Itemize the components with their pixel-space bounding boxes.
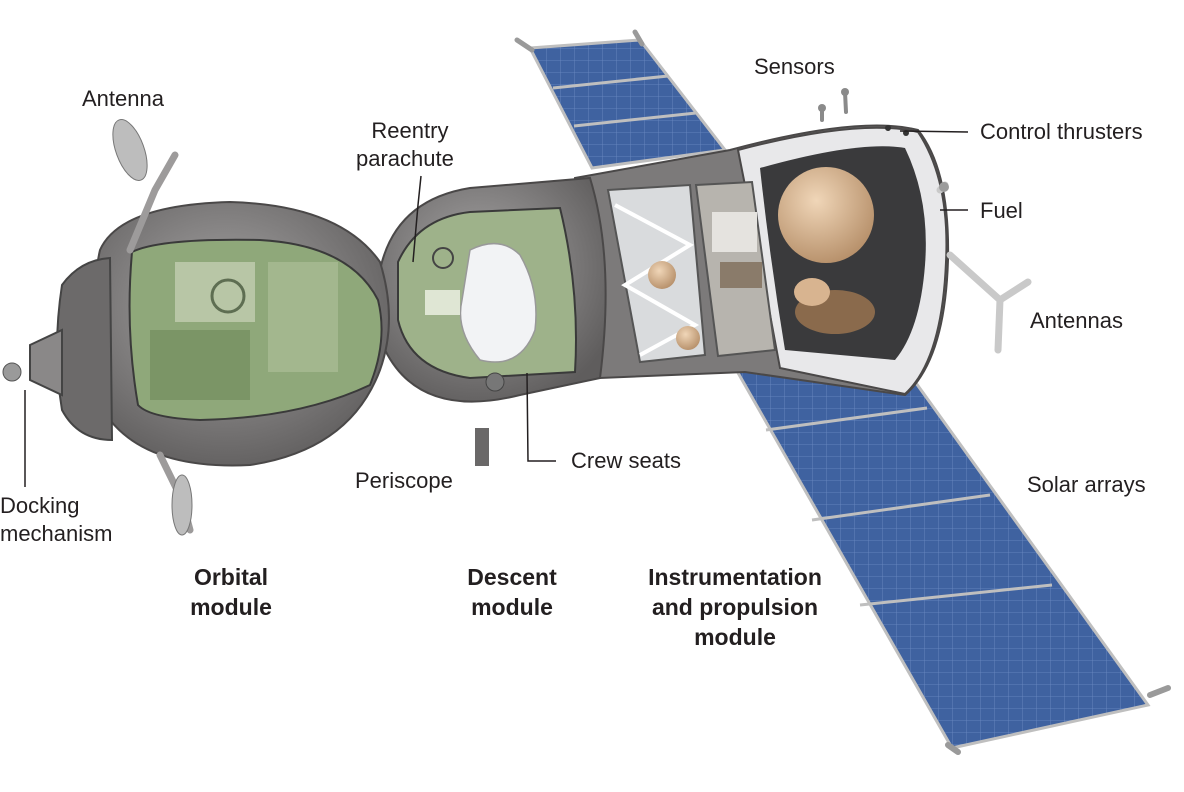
orbital-module bbox=[2, 119, 390, 536]
solar-array-lower bbox=[722, 338, 1171, 755]
label-periscope: Periscope bbox=[355, 468, 453, 493]
label-fuel: Fuel bbox=[980, 198, 1023, 223]
module-label-instrumentation-line2: and propulsion bbox=[651, 594, 819, 620]
module-label-instrumentation: Instrumentation and propulsion module bbox=[626, 562, 844, 652]
solar-array-upper bbox=[514, 29, 728, 170]
module-label-orbital-line2: module bbox=[190, 594, 272, 620]
label-control-thrusters: Control thrusters bbox=[980, 119, 1143, 144]
label-reentry-parachute-line1: Reentry bbox=[371, 118, 449, 143]
label-solar-arrays: Solar arrays bbox=[1027, 472, 1146, 497]
label-docking-mechanism: Docking mechanism bbox=[0, 492, 112, 548]
leader-lines bbox=[24, 130, 969, 487]
label-antenna: Antenna bbox=[82, 86, 164, 111]
label-docking-mechanism-line1: Docking bbox=[0, 493, 80, 518]
module-label-descent-line2: module bbox=[471, 594, 553, 620]
label-reentry-parachute-line2: parachute bbox=[356, 146, 454, 171]
module-label-orbital-line1: Orbital bbox=[193, 564, 269, 590]
module-label-descent-line1: Descent bbox=[467, 564, 557, 590]
propulsion-module bbox=[569, 88, 1032, 397]
label-reentry-parachute: Reentry parachute bbox=[356, 117, 454, 173]
descent-module bbox=[375, 176, 607, 466]
module-label-instrumentation-line1: Instrumentation bbox=[648, 564, 822, 590]
module-label-orbital: Orbital module bbox=[172, 562, 290, 622]
label-docking-mechanism-line2: mechanism bbox=[0, 521, 113, 546]
label-antennas: Antennas bbox=[1030, 308, 1123, 333]
module-label-instrumentation-line3: module bbox=[694, 624, 776, 650]
module-label-descent: Descent module bbox=[452, 562, 572, 622]
label-crew-seats: Crew seats bbox=[571, 448, 682, 473]
label-sensors: Sensors bbox=[754, 54, 835, 79]
